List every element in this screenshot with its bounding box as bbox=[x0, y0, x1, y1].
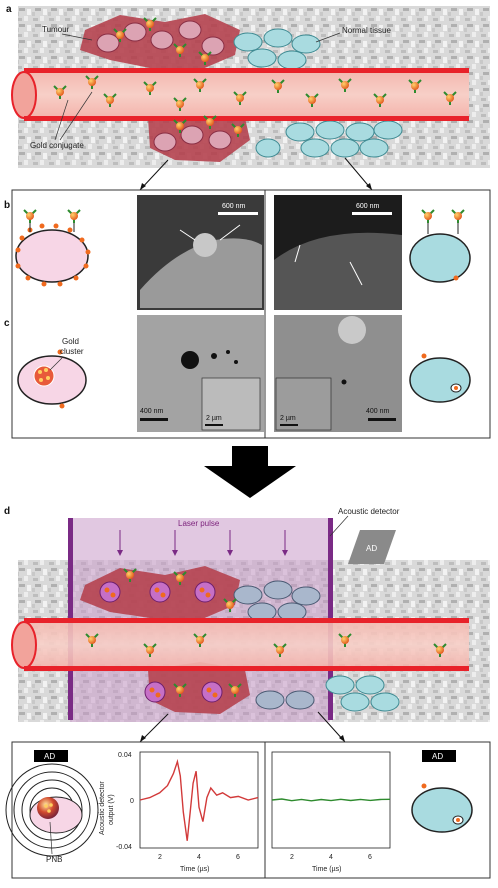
normal-cells-d-outside bbox=[325, 675, 400, 712]
panel-b-letter: b bbox=[4, 200, 10, 211]
chart1-xlabel: Time (µs) bbox=[180, 866, 209, 873]
chart2-xtick-2: 4 bbox=[329, 854, 333, 861]
ad-box-label: AD bbox=[366, 544, 377, 553]
chart1-ytick-top: 0.04 bbox=[118, 752, 132, 759]
chart1-series-line-0 bbox=[139, 758, 259, 841]
panel-a: a bbox=[6, 4, 490, 191]
normal-cell-no-pnb: AD bbox=[411, 750, 473, 833]
normal-cell-binding bbox=[409, 209, 471, 283]
panel-c-letter: c bbox=[4, 318, 10, 329]
gold-conjugate-label: Gold conjugate bbox=[30, 141, 84, 150]
chart1-xtick-1: 2 bbox=[158, 854, 162, 861]
tumour-cells bbox=[96, 20, 232, 152]
tumour-cell-binding bbox=[15, 209, 91, 287]
normal-cell-internal bbox=[409, 353, 471, 403]
chart2-xtick-1: 2 bbox=[290, 854, 294, 861]
normal-cells bbox=[233, 28, 403, 158]
panel-d: d Laser pulse Acoustic detector AD bbox=[4, 506, 490, 743]
chart2-xlabel: Time (µs) bbox=[312, 866, 341, 873]
bottom-panels: AD PNB 0.04 0 -0.04 Acoustic detector ou… bbox=[5, 741, 491, 879]
pnb-diagram: AD PNB bbox=[5, 750, 99, 864]
scale-tem-right-inset: 2 µm bbox=[280, 415, 296, 422]
gold-cluster-label-1: Gold bbox=[62, 337, 79, 346]
scale-sem-right: 600 nm bbox=[356, 203, 380, 210]
laser-arrows bbox=[119, 530, 286, 552]
ad-label-right: AD bbox=[432, 752, 443, 761]
ad-label-left: AD bbox=[44, 752, 55, 761]
tumour-label: Tumour bbox=[42, 25, 70, 34]
tumour-cells-pnb bbox=[99, 581, 223, 703]
down-arrow bbox=[204, 446, 296, 498]
scale-tem-right: 400 nm bbox=[366, 408, 390, 415]
chart1-xtick-2: 4 bbox=[197, 854, 201, 861]
panel-a-letter: a bbox=[6, 4, 12, 15]
scale-sem-left: 600 nm bbox=[222, 203, 246, 210]
panel-d-letter: d bbox=[4, 506, 10, 517]
chart1-ytick-bot: -0.04 bbox=[116, 844, 132, 851]
laser-pulse-label: Laser pulse bbox=[178, 519, 220, 528]
chart1-ytick-mid: 0 bbox=[130, 798, 134, 805]
chart1-ylabel-1: Acoustic detector bbox=[99, 781, 106, 835]
chart1-xtick-3: 6 bbox=[236, 854, 240, 861]
blood-vessel-d bbox=[11, 618, 469, 671]
chart-normal-signal: 2 4 6 Time (µs) bbox=[271, 751, 391, 873]
scale-tem-left: 400 nm bbox=[140, 408, 164, 415]
panel-bc: b c 600 nm 600 nm bbox=[4, 189, 491, 439]
chart2-xtick-3: 6 bbox=[368, 854, 372, 861]
chart2-series-line-0 bbox=[271, 798, 391, 802]
normal-tissue-label: Normal tissue bbox=[342, 26, 391, 35]
blood-vessel bbox=[11, 68, 469, 121]
pnb-label: PNB bbox=[46, 855, 62, 864]
gold-cluster-label-2: cluster bbox=[60, 347, 84, 356]
chart1-ylabel-2: output (V) bbox=[108, 794, 115, 825]
acoustic-detector bbox=[348, 530, 396, 564]
normal-cells-d bbox=[233, 580, 321, 710]
tumour-mass-d bbox=[80, 566, 250, 714]
chart-tumour-signal: 0.04 0 -0.04 Acoustic detector output (V… bbox=[99, 751, 259, 873]
acoustic-detector-label: Acoustic detector bbox=[338, 507, 400, 516]
tumour-cell-cluster bbox=[17, 349, 87, 409]
scale-tem-left-inset: 2 µm bbox=[206, 415, 222, 422]
